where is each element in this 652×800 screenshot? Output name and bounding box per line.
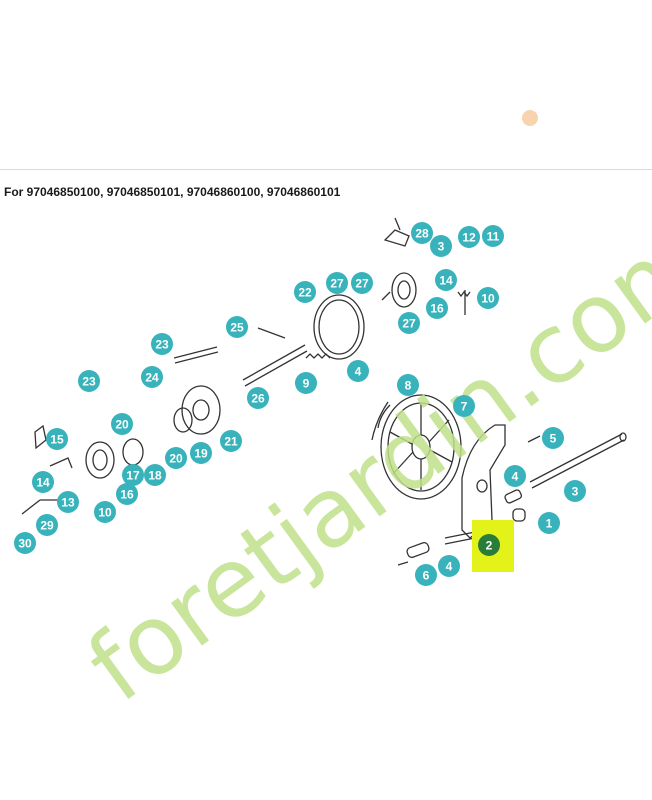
callout-23b[interactable]: 23 <box>78 370 100 392</box>
svg-text:22: 22 <box>298 286 312 300</box>
svg-text:4: 4 <box>512 470 519 484</box>
svg-text:10: 10 <box>481 292 495 306</box>
svg-text:29: 29 <box>40 519 54 533</box>
callout-4c[interactable]: 4 <box>438 555 460 577</box>
svg-text:6: 6 <box>423 569 430 583</box>
svg-text:28: 28 <box>415 227 429 241</box>
svg-text:12: 12 <box>462 231 476 245</box>
parts-line-art <box>21 217 627 566</box>
callout-4b[interactable]: 4 <box>504 465 526 487</box>
callout-27a[interactable]: 27 <box>326 272 348 294</box>
callout-29[interactable]: 29 <box>36 514 58 536</box>
callout-19[interactable]: 19 <box>190 442 212 464</box>
callout-10b[interactable]: 10 <box>94 501 116 523</box>
svg-text:10: 10 <box>98 506 112 520</box>
callout-27b[interactable]: 27 <box>351 272 373 294</box>
callout-16a[interactable]: 16 <box>426 297 448 319</box>
callout-27c[interactable]: 27 <box>398 312 420 334</box>
diagram-caption: For 97046850100, 97046850101, 9704686010… <box>4 185 341 199</box>
svg-text:16: 16 <box>120 488 134 502</box>
svg-text:4: 4 <box>446 560 453 574</box>
svg-text:2: 2 <box>486 539 493 553</box>
svg-text:9: 9 <box>303 377 310 391</box>
svg-text:25: 25 <box>230 321 244 335</box>
svg-text:3: 3 <box>572 485 579 499</box>
callout-23a[interactable]: 23 <box>151 333 173 355</box>
part-callouts: 28 3 12 11 27 27 22 14 10 16 27 25 23 24… <box>14 222 586 586</box>
svg-text:11: 11 <box>487 230 500 244</box>
callout-14[interactable]: 14 <box>435 269 457 291</box>
callout-3[interactable]: 3 <box>430 235 452 257</box>
svg-text:20: 20 <box>169 452 183 466</box>
svg-text:26: 26 <box>251 392 265 406</box>
svg-text:27: 27 <box>402 317 416 331</box>
callout-24[interactable]: 24 <box>141 366 163 388</box>
svg-text:7: 7 <box>461 400 468 414</box>
side-bracket <box>461 424 506 539</box>
callout-5[interactable]: 5 <box>542 427 564 449</box>
callout-8[interactable]: 8 <box>397 374 419 396</box>
svg-text:18: 18 <box>148 469 162 483</box>
callout-22[interactable]: 22 <box>294 281 316 303</box>
callout-28[interactable]: 28 <box>411 222 433 244</box>
callout-6[interactable]: 6 <box>415 564 437 586</box>
callout-30[interactable]: 30 <box>14 532 36 554</box>
callout-4a[interactable]: 4 <box>347 360 369 382</box>
svg-text:3: 3 <box>438 240 445 254</box>
callout-7[interactable]: 7 <box>453 395 475 417</box>
callout-16b[interactable]: 16 <box>116 483 138 505</box>
svg-text:30: 30 <box>18 537 32 551</box>
svg-text:17: 17 <box>126 469 140 483</box>
svg-text:27: 27 <box>330 277 344 291</box>
callout-25[interactable]: 25 <box>226 316 248 338</box>
svg-text:16: 16 <box>430 302 444 316</box>
svg-text:23: 23 <box>155 338 169 352</box>
svg-text:14: 14 <box>36 476 50 490</box>
callout-1[interactable]: 1 <box>538 512 560 534</box>
callout-13[interactable]: 13 <box>57 491 79 513</box>
callout-12[interactable]: 12 <box>458 226 480 248</box>
callout-20a[interactable]: 20 <box>111 413 133 435</box>
callout-18[interactable]: 18 <box>144 464 166 486</box>
svg-text:15: 15 <box>50 433 64 447</box>
callout-11[interactable]: 11 <box>482 225 504 247</box>
svg-text:8: 8 <box>405 379 412 393</box>
separator-line <box>0 169 652 170</box>
highlighted-callout-2[interactable]: 2 <box>472 520 514 572</box>
callout-21[interactable]: 21 <box>220 430 242 452</box>
svg-text:4: 4 <box>355 365 362 379</box>
svg-text:19: 19 <box>194 447 208 461</box>
callout-14b[interactable]: 14 <box>32 471 54 493</box>
callout-17[interactable]: 17 <box>122 464 144 486</box>
svg-text:27: 27 <box>355 277 369 291</box>
callout-26[interactable]: 26 <box>247 387 269 409</box>
svg-text:14: 14 <box>439 274 453 288</box>
svg-text:21: 21 <box>224 435 238 449</box>
svg-text:24: 24 <box>145 371 159 385</box>
svg-text:20: 20 <box>115 418 129 432</box>
svg-text:23: 23 <box>82 375 96 389</box>
watermark: foretjardin.com <box>68 110 652 724</box>
svg-text:13: 13 <box>61 496 75 510</box>
axle-rod <box>529 432 627 489</box>
svg-text:5: 5 <box>550 432 557 446</box>
callout-20b[interactable]: 20 <box>165 447 187 469</box>
callout-15[interactable]: 15 <box>46 428 68 450</box>
wheel <box>380 394 462 500</box>
callout-10a[interactable]: 10 <box>477 287 499 309</box>
callout-9[interactable]: 9 <box>295 372 317 394</box>
svg-text:1: 1 <box>546 517 553 531</box>
callout-3b[interactable]: 3 <box>564 480 586 502</box>
